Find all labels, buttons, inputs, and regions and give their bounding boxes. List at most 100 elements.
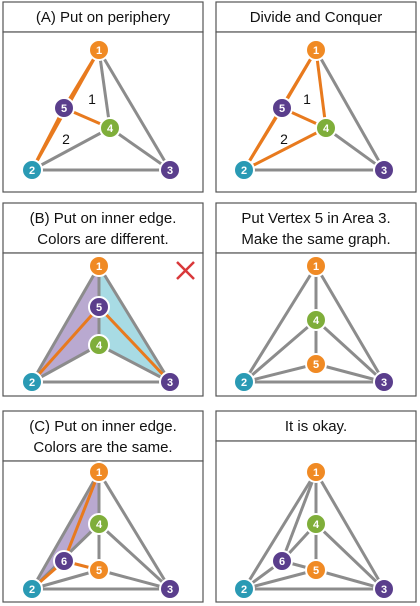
edge [30, 471, 101, 590]
area-label-1: 1 [88, 91, 96, 107]
panel-dc-title-box [215, 1, 417, 33]
edge [315, 362, 385, 384]
vertex-5-label: 5 [279, 103, 285, 115]
panel-b-title-box [2, 202, 204, 254]
panel-b-title-line2: Colors are different. [37, 231, 168, 248]
vertex-2-label: 2 [29, 377, 35, 389]
vertex-5: 5 [53, 97, 75, 119]
vertex-2: 2 [233, 371, 255, 393]
vertex-1: 1 [88, 39, 110, 61]
vertex-4: 4 [88, 334, 110, 356]
vertex-3: 3 [159, 578, 181, 600]
vertex-5: 5 [305, 559, 327, 581]
vertex-1-label: 1 [96, 261, 102, 273]
edge [109, 126, 171, 172]
vertex-3: 3 [373, 371, 395, 393]
panel-c-title-line2: Colors are the same. [33, 439, 172, 456]
vertex-5: 5 [305, 353, 327, 375]
edge [30, 265, 101, 383]
panel-b-title-line1: (B) Put on inner edge. [30, 210, 177, 227]
panel-dc-title: Divide and Conquer [250, 9, 383, 26]
edge [314, 318, 386, 384]
vertex-3: 3 [159, 159, 181, 181]
vertex-4-label: 4 [96, 340, 103, 352]
edge [280, 471, 318, 562]
vertex-1-label: 1 [96, 45, 102, 57]
vertex-6: 6 [271, 550, 293, 572]
vertex-4: 4 [88, 513, 110, 535]
vertex-4: 4 [99, 117, 121, 139]
edge [31, 343, 100, 384]
vertex-1-label: 1 [313, 261, 319, 273]
vertex-1: 1 [88, 255, 110, 277]
edge [242, 471, 318, 590]
vertex-4-label: 4 [323, 123, 330, 135]
edge [314, 522, 386, 591]
vertex-5: 5 [271, 97, 293, 119]
vertex-1-label: 1 [96, 467, 102, 479]
edge [31, 568, 100, 591]
edge [314, 471, 386, 590]
vertex-4: 4 [305, 513, 327, 535]
panel-okay-title-box [215, 410, 417, 442]
edge [314, 265, 386, 383]
panel-divide-conquer: Divide and Conquer 1 2 1 2 3 4 5 [215, 1, 417, 193]
panel-c-title-line1: (C) Put on inner edge. [29, 418, 177, 435]
vertex-2-label: 2 [241, 377, 247, 389]
vertex-4: 4 [315, 117, 337, 139]
vertex-3-label: 3 [381, 165, 387, 177]
panel-a-title: (A) Put on periphery [36, 9, 171, 26]
edge [31, 126, 111, 172]
vertex-5-label: 5 [96, 565, 102, 577]
edge [243, 362, 317, 384]
panel-area3-title-line1: Put Vertex 5 in Area 3. [241, 210, 390, 227]
cross-icon [176, 261, 195, 280]
vertex-4-label: 4 [313, 519, 320, 531]
vertex-6-label: 6 [61, 556, 67, 568]
edge [315, 568, 385, 591]
vertex-1: 1 [305, 461, 327, 483]
area-label-1: 1 [303, 91, 311, 107]
panel-okay: It is okay. 1 4 6 5 2 3 [215, 410, 417, 603]
edge [243, 568, 317, 591]
vertex-3: 3 [159, 371, 181, 393]
vertex-4-label: 4 [96, 519, 103, 531]
vertex-3: 3 [373, 578, 395, 600]
edge-orange [243, 126, 327, 172]
vertex-2: 2 [233, 578, 255, 600]
panel-c-title-box [2, 410, 204, 462]
vertex-5-label: 5 [313, 359, 319, 371]
vertex-2-label: 2 [29, 584, 35, 596]
vertex-5-label: 5 [61, 103, 67, 115]
edge [325, 126, 385, 172]
vertex-4-label: 4 [107, 123, 114, 135]
area-label-2: 2 [280, 131, 288, 147]
vertex-2: 2 [21, 578, 43, 600]
vertex-1-label: 1 [313, 45, 319, 57]
panel-area3: Put Vertex 5 in Area 3. Make the same gr… [215, 202, 417, 397]
panel-c: (C) Put on inner edge. Colors are the sa… [2, 410, 204, 603]
vertex-5: 5 [88, 296, 110, 318]
panel-b: (B) Put on inner edge. Colors are differ… [2, 202, 204, 397]
vertex-3-label: 3 [381, 584, 387, 596]
vertex-5-label: 5 [313, 565, 319, 577]
vertex-1: 1 [305, 255, 327, 277]
edge [243, 318, 317, 384]
panel-a-title-box [2, 1, 204, 33]
vertex-3-label: 3 [167, 377, 173, 389]
panel-a: (A) Put on periphery 1 2 1 2 3 4 5 [2, 1, 204, 193]
vertex-1: 1 [88, 461, 110, 483]
edge-orange [280, 49, 318, 109]
vertex-3-label: 3 [167, 165, 173, 177]
area-label-2: 2 [62, 131, 70, 147]
edge [314, 49, 386, 171]
edge-orange [242, 107, 284, 171]
panel-area3-title-line2: Make the same graph. [241, 231, 390, 248]
vertex-2: 2 [21, 371, 43, 393]
vertex-2: 2 [21, 159, 43, 181]
vertex-2-label: 2 [241, 165, 247, 177]
edge-orange [97, 305, 172, 384]
panel-okay-title: It is okay. [285, 418, 347, 435]
vertex-1: 1 [305, 39, 327, 61]
